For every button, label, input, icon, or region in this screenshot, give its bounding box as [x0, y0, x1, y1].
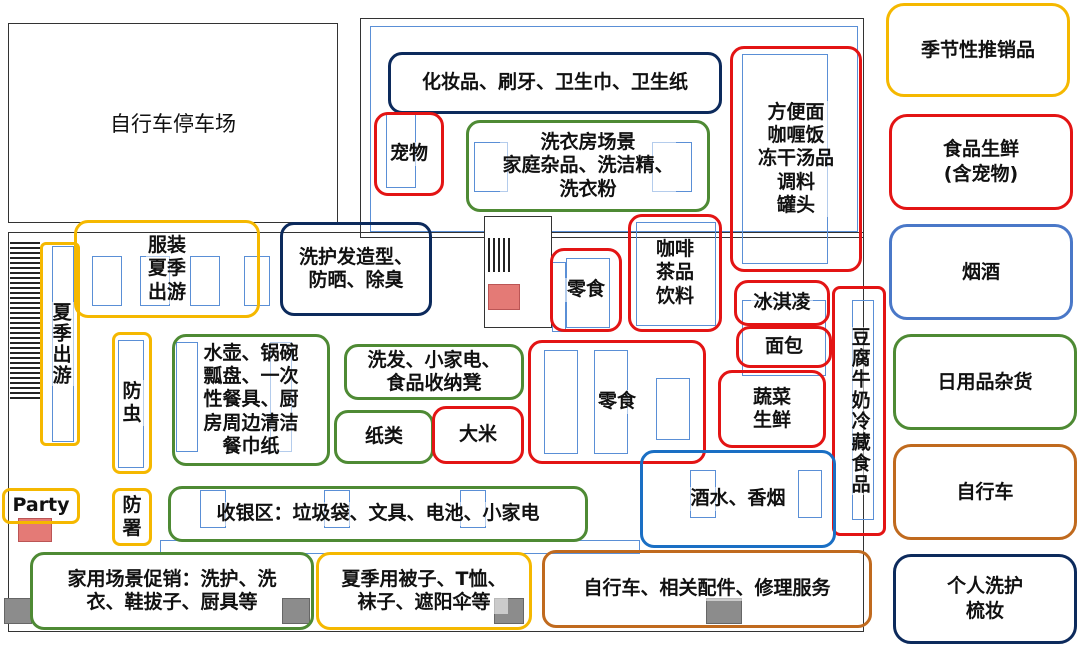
- legend-tobacco-alcohol: 烟酒: [889, 224, 1073, 320]
- zone-coffee: 咖啡 茶品 饮料: [628, 214, 722, 332]
- zone-snack-small-label: 零食: [564, 278, 607, 302]
- stair-block: [484, 216, 552, 328]
- legend-food: 食品生鲜 (含宠物): [889, 114, 1073, 210]
- zone-insect-label: 防 虫: [120, 379, 144, 427]
- zone-summer-bedding: 夏季用被子、T恤、 袜子、遮阳伞等: [316, 552, 532, 630]
- zone-drinks: 酒水、香烟: [640, 450, 836, 548]
- stair-lines: [488, 238, 510, 272]
- zone-sunstroke: 防 署: [112, 488, 152, 546]
- shelf: [190, 256, 220, 306]
- zone-appliances: 洗发、小家电、 食品收纳凳: [344, 344, 524, 400]
- zone-paper: 纸类: [334, 410, 434, 464]
- zone-vegetables: 蔬菜 生鲜: [718, 370, 826, 448]
- zone-drinks-label: 酒水、香烟: [688, 487, 788, 511]
- bike-parking-area: 自行车停车场: [8, 23, 338, 223]
- zone-ice-cream-label: 冰淇凌: [751, 291, 813, 315]
- zone-paper-label: 纸类: [362, 425, 405, 449]
- zone-instant-food: 方便面 咖喱饭 冻干汤品 调料 罐头: [730, 46, 862, 272]
- entrance-stairs: [10, 242, 40, 402]
- zone-bread-label: 面包: [762, 335, 805, 359]
- zone-cosmetics: 化妆品、刷牙、卫生巾、卫生纸: [388, 52, 722, 114]
- zone-coffee-label: 咖啡 茶品 饮料: [653, 238, 696, 308]
- zone-home-promo-label: 家用场景促销：洗护、洗 衣、鞋拔子、厨具等: [65, 567, 279, 615]
- zone-snack-big: 零食: [528, 340, 706, 464]
- zone-party: Party: [2, 488, 80, 524]
- zone-tofu-dairy-label: 豆腐牛奶冷藏食品: [845, 327, 873, 495]
- stair-pink-marker: [488, 284, 520, 310]
- zone-snack-small: 零食: [550, 248, 622, 332]
- shelf: [176, 342, 198, 452]
- zone-summer-travel-label: 夏季出游: [46, 302, 74, 386]
- zone-appliances-label: 洗发、小家电、 食品收纳凳: [365, 348, 503, 396]
- store-upper-wing: [360, 18, 864, 238]
- zone-pets: 宠物: [374, 112, 444, 196]
- zone-ice-cream: 冰淇凌: [734, 280, 830, 326]
- legend-bicycle-label: 自行车: [956, 480, 1014, 503]
- legend-personal-care: 个人洗护 梳妆: [893, 554, 1077, 644]
- zone-checkout: 收银区：垃圾袋、文具、电池、小家电: [168, 486, 588, 542]
- legend-food-label: 食品生鲜 (含宠物): [942, 138, 1019, 185]
- zone-rice-label: 大米: [456, 423, 499, 447]
- zone-clothing-label: 服装 夏季 出游: [145, 234, 188, 304]
- legend-seasonal: 季节性推销品: [886, 3, 1070, 97]
- zone-tofu-dairy: 豆腐牛奶冷藏食品: [832, 286, 886, 536]
- shelf: [798, 470, 822, 518]
- zone-rice: 大米: [432, 406, 524, 464]
- zone-laundry-label: 洗衣房场景 家庭杂品、洗洁精、 洗衣粉: [500, 131, 676, 201]
- bike-parking-label: 自行车停车场: [110, 112, 236, 136]
- legend-bicycle: 自行车: [893, 444, 1077, 540]
- zone-haircare: 洗护发造型、 防晒、除臭: [280, 222, 432, 316]
- legend-daily-goods: 日用品杂货: [893, 334, 1077, 430]
- zone-instant-food-label: 方便面 咖喱饭 冻干汤品 调料 罐头: [755, 101, 836, 217]
- zone-summer-travel: 夏季出游: [40, 242, 80, 446]
- zone-sunstroke-label: 防 署: [120, 493, 144, 541]
- legend-personal-care-label: 个人洗护 梳妆: [946, 575, 1023, 622]
- shelf: [118, 340, 144, 468]
- zone-vegetables-label: 蔬菜 生鲜: [750, 385, 793, 433]
- zone-haircare-label: 洗护发造型、 防晒、除臭: [296, 245, 415, 293]
- pillar: [4, 598, 32, 624]
- zone-home-promo: 家用场景促销：洗护、洗 衣、鞋拔子、厨具等: [30, 552, 314, 630]
- legend-tobacco-alcohol-label: 烟酒: [961, 260, 1000, 283]
- shelf: [656, 378, 690, 440]
- shelf: [636, 222, 716, 326]
- zone-pets-label: 宠物: [387, 142, 430, 166]
- inner-wall: [370, 26, 858, 232]
- zone-bike-service: 自行车、相关配件、修理服务: [542, 550, 872, 628]
- zone-bike-service-label: 自行车、相关配件、修理服务: [581, 577, 833, 601]
- zone-insect: 防 虫: [112, 332, 152, 474]
- zone-clothing: 服装 夏季 出游: [74, 220, 260, 318]
- zone-kitchenware: 水壶、锅碗 瓢盘、一次 性餐具、厨 房周边清洁 餐巾纸: [172, 334, 330, 466]
- zone-kitchenware-label: 水壶、锅碗 瓢盘、一次 性餐具、厨 房周边清洁 餐巾纸: [201, 342, 301, 458]
- legend-seasonal-label: 季节性推销品: [920, 38, 1035, 61]
- zone-bread: 面包: [736, 326, 832, 368]
- shelf: [544, 350, 578, 454]
- zone-party-label: Party: [10, 494, 72, 518]
- zone-checkout-label: 收银区：垃圾袋、文具、电池、小家电: [214, 502, 542, 526]
- shelf: [92, 256, 122, 306]
- zone-laundry: 洗衣房场景 家庭杂品、洗洁精、 洗衣粉: [466, 120, 710, 212]
- legend-daily-goods-label: 日用品杂货: [937, 370, 1033, 393]
- zone-snack-big-label: 零食: [595, 390, 638, 414]
- zone-summer-bedding-label: 夏季用被子、T恤、 袜子、遮阳伞等: [339, 567, 509, 615]
- zone-cosmetics-label: 化妆品、刷牙、卫生巾、卫生纸: [419, 71, 690, 95]
